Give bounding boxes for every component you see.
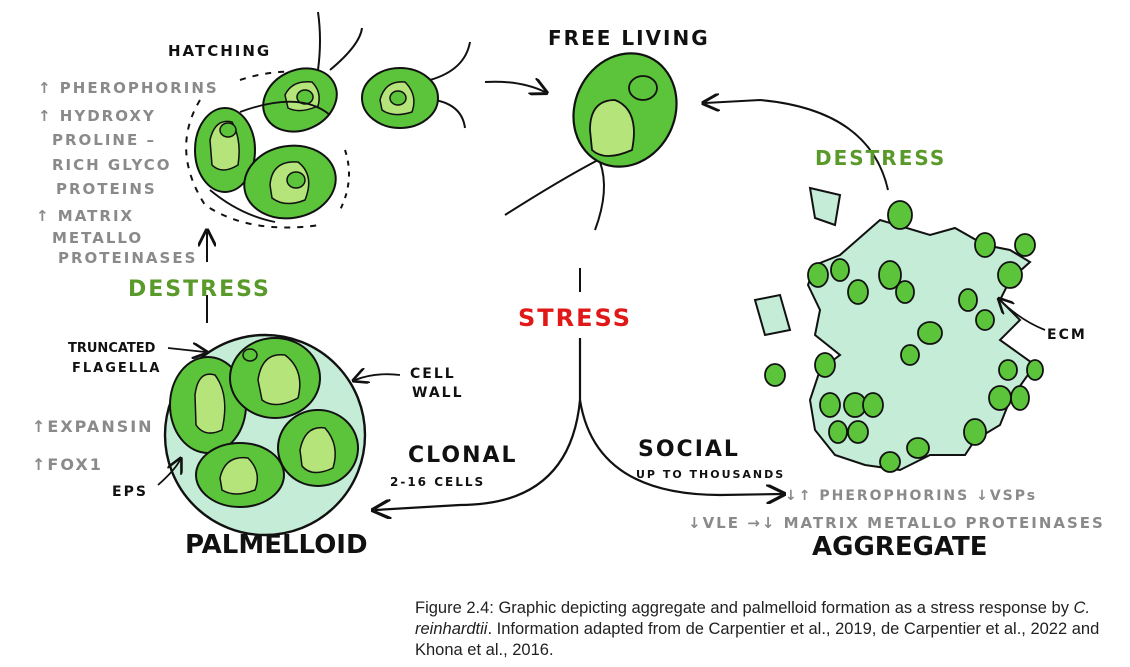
marker-line: METALLO bbox=[52, 229, 143, 247]
marker-line: PROTEINASES bbox=[58, 249, 197, 267]
ecm-fragment bbox=[808, 186, 842, 227]
marker-line: PROLINE – bbox=[52, 131, 156, 149]
pointer-cell-wall bbox=[355, 374, 401, 380]
hatching-group bbox=[185, 11, 471, 229]
marker-line: RICH GLYCO bbox=[52, 156, 172, 174]
flagellum bbox=[594, 161, 605, 231]
caption-species: C. reinhardtii bbox=[415, 599, 1091, 638]
palmelloid-group bbox=[157, 333, 401, 537]
label-free-living: FREE LIVING bbox=[548, 26, 710, 50]
flagellum bbox=[317, 11, 321, 71]
nucleus bbox=[219, 122, 237, 138]
arrow-aggregate-to-free bbox=[705, 100, 889, 191]
nucleus bbox=[628, 75, 658, 101]
chloroplast bbox=[589, 99, 635, 157]
pointer-ecm bbox=[1000, 300, 1046, 331]
flagellum bbox=[504, 159, 599, 216]
label-eps: EPS bbox=[112, 484, 148, 500]
flagellum bbox=[434, 99, 466, 129]
life-cycle-diagram: HATCHING FREE LIVING STRESS DESTRESS DES… bbox=[32, 11, 1105, 562]
label-social: SOCIAL bbox=[638, 437, 740, 462]
ecm-fragment bbox=[753, 293, 792, 337]
chloroplast bbox=[194, 373, 226, 434]
label-wall: WALL bbox=[412, 385, 464, 401]
marker-line: ↑ HYDROXY bbox=[38, 107, 156, 125]
marker-line: ↑ PHEROPHORINS bbox=[38, 79, 219, 97]
marker-line: PROTEINS bbox=[56, 180, 157, 198]
palmelloid-markers: ↑EXPANSIN ↑FOX1 bbox=[32, 417, 154, 474]
chloroplast bbox=[257, 353, 301, 406]
arrow-to-palmelloid bbox=[375, 338, 582, 510]
aggregate-markers: ↓↑ PHEROPHORINS ↓VSPs ↓VLE →↓ MATRIX MET… bbox=[688, 488, 1105, 532]
marker-line: ↑FOX1 bbox=[32, 455, 103, 474]
marker-line: ↑ MATRIX bbox=[36, 207, 134, 225]
label-ecm: ECM bbox=[1047, 327, 1087, 343]
label-truncated: TRUNCATED bbox=[68, 341, 156, 356]
caption-suffix: . Information adapted from de Carpentier… bbox=[415, 620, 1100, 659]
pointer-eps bbox=[157, 460, 180, 486]
marker-line: ↓VLE →↓ MATRIX METALLO PROTEINASES bbox=[688, 514, 1105, 532]
arrow-to-free-living bbox=[484, 82, 545, 92]
aggregate-cells bbox=[764, 200, 1044, 473]
nucleus bbox=[389, 90, 407, 106]
marker-line: ↓↑ PHEROPHORINS ↓VSPs bbox=[785, 488, 1037, 504]
label-clonal-cells: 2-16 CELLS bbox=[390, 475, 485, 489]
label-flagella: FLAGELLA bbox=[72, 361, 161, 376]
label-stress: STRESS bbox=[518, 304, 632, 332]
free-living-cell bbox=[504, 52, 678, 231]
caption-prefix: Figure 2.4: Graphic depicting aggregate … bbox=[415, 599, 1074, 617]
chloroplast bbox=[219, 456, 259, 495]
chloroplast bbox=[299, 426, 336, 474]
label-destress-left: DESTRESS bbox=[128, 277, 271, 302]
label-destress-right: DESTRESS bbox=[815, 146, 946, 170]
label-social-cells: UP TO THOUSANDS bbox=[636, 468, 785, 481]
aggregate-group bbox=[753, 186, 1046, 473]
flagellum bbox=[429, 41, 471, 81]
label-palmelloid: PALMELLOID bbox=[185, 530, 368, 560]
flagellum bbox=[209, 189, 276, 223]
label-aggregate: AGGREGATE bbox=[812, 532, 988, 562]
flagellum bbox=[239, 100, 331, 116]
label-cell: CELL bbox=[410, 366, 456, 382]
sheath-dashes-right bbox=[339, 149, 350, 211]
flagellum bbox=[329, 27, 363, 71]
figure-caption: Figure 2.4: Graphic depicting aggregate … bbox=[415, 598, 1115, 661]
label-hatching: HATCHING bbox=[168, 42, 271, 60]
arrow-to-aggregate bbox=[578, 399, 782, 495]
marker-line: ↑EXPANSIN bbox=[32, 417, 154, 436]
pointer-truncated bbox=[167, 348, 205, 352]
nucleus bbox=[286, 171, 306, 189]
hatching-markers: ↑ PHEROPHORINS ↑ HYDROXY PROLINE – RICH … bbox=[36, 79, 219, 267]
label-clonal: CLONAL bbox=[408, 443, 518, 468]
nucleus bbox=[242, 348, 258, 362]
